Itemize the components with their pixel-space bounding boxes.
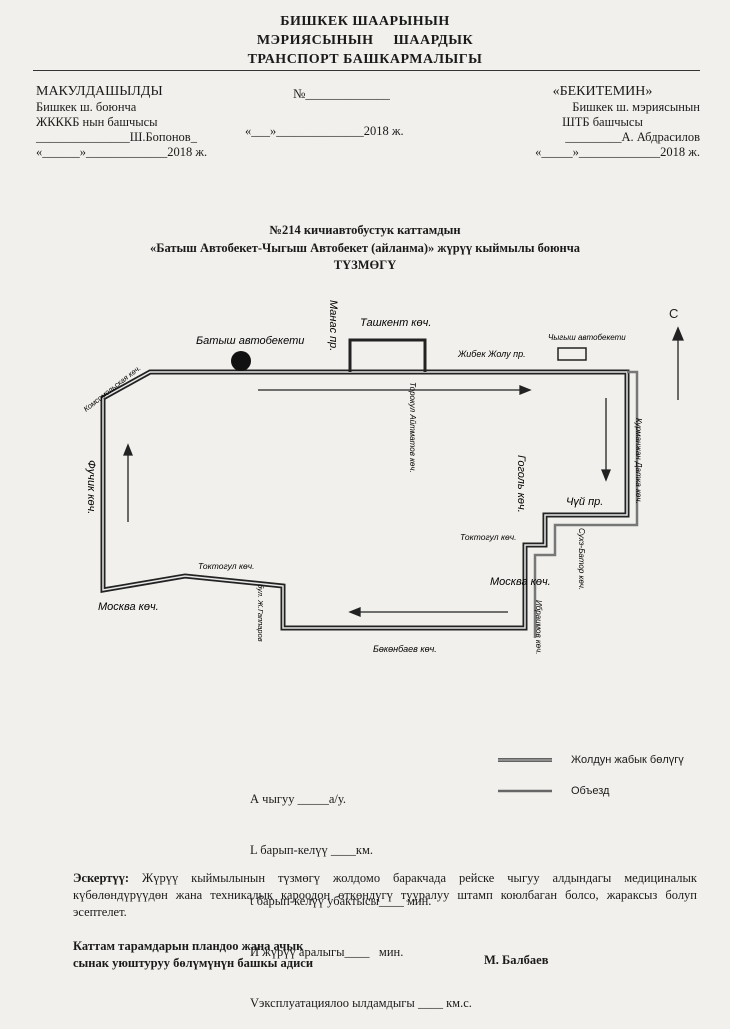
param-l: L барып-келүү ____км.: [250, 843, 373, 857]
label-chui: Чүй пр.: [566, 496, 603, 508]
approval-left-title: МАКУЛДАШЫЛДЫ: [36, 84, 163, 99]
detour-path: [533, 370, 639, 638]
footer-signer: М. Балбаев: [484, 953, 549, 967]
doc-title-line1: №214 кичиавтобустук каттамдын: [269, 223, 461, 237]
label-chygysh: Чыгыш автобекети: [548, 333, 626, 342]
doc-title-line2: «Батыш Автобекет-Чыгыш Автобекет (айланм…: [149, 241, 581, 255]
approval-left-org: Бишкек ш. боюнча: [36, 100, 137, 114]
doc-number-date: «___»______________2018 ж.: [245, 124, 404, 138]
approval-right: «БЕКИТЕМИН» Бишкек ш. мэриясынын ШТБ баш…: [505, 84, 700, 160]
label-zhibek: Жибек Жолу пр.: [457, 349, 526, 359]
header-line1: БИШКЕК ШААРЫНЫН: [280, 14, 450, 29]
param-v: Vэксплуатациялоо ылдамдыгы ____ км.с.: [250, 996, 472, 1010]
batysh-station-marker: [231, 351, 251, 371]
label-fuchik: Фучик көч.: [85, 460, 97, 514]
approval-right-title: «БЕКИТЕМИН»: [552, 84, 653, 99]
label-manas: Манас пр.: [327, 300, 339, 351]
approval-right-position: ШТБ башчысы: [562, 115, 643, 129]
chygysh-station-marker: [557, 347, 587, 361]
approval-left: МАКУЛДАШЫЛДЫ Бишкек ш. боюнча ЖКККБ нын …: [36, 84, 207, 160]
approval-left-date: «______»_____________2018 ж.: [36, 145, 208, 159]
approval-right-date: «_____»_____________2018 ж.: [535, 145, 700, 159]
label-gogol: Гоголь көч.: [515, 455, 527, 513]
approval-left-position: ЖКККБ нын башчысы: [36, 115, 158, 129]
footer-line1: Каттам тарамдарын пландоо жана ачык: [73, 939, 304, 953]
label-kurmanzhan: Курманжан Датка көч.: [634, 418, 643, 504]
header-line3: ТРАНСПОРТ БАШКАРМАЛЫГЫ: [247, 52, 483, 67]
doc-number: №_____________: [293, 86, 390, 101]
param-i: И жүрүү аралыгы____ мин.: [250, 945, 404, 959]
approval-right-org: Бишкек ш. мэриясынын: [572, 100, 700, 114]
label-torokul: Торокул Айтматов көч.: [408, 382, 417, 473]
tashkent-block: [348, 338, 427, 372]
header-line2: МЭРИЯСЫНЫН ШААРДЫК: [256, 33, 474, 48]
north-label: С: [669, 306, 678, 321]
note-block: Эскертүү: Жүрүү кыймылынын түзмөгү жолдо…: [73, 870, 697, 921]
route-path: [100, 369, 630, 631]
param-a: А чыгуу _____а/у.: [250, 792, 346, 806]
footer-line2: сынак уюштуруу бөлүмүнүн башкы адиси: [73, 956, 314, 970]
label-tashkent: Ташкент көч.: [360, 317, 431, 329]
note-label: Эскертүү:: [73, 871, 130, 885]
doc-title-line3: ТҮЗМӨГҮ: [333, 258, 397, 272]
label-moskva-right: Москва көч.: [490, 576, 551, 588]
legend-closed-text: Жолдун жабык бөлүгү: [571, 754, 684, 766]
legend-detour-text: Объезд: [571, 785, 610, 797]
label-suhe: Сухэ-Батор көч.: [577, 528, 586, 590]
approval-left-signature: _______________Ш.Бопонов_: [36, 130, 197, 144]
label-zh-gapar: бул. Ж.Гаппаров: [256, 584, 265, 642]
header-divider: [33, 70, 700, 71]
note-text: Жүрүү кыймылынын түзмөгү жолдомо баракча…: [73, 871, 697, 919]
label-bokonbaev: Бөкөнбаев көч.: [373, 644, 437, 654]
label-ibraimov: Ибраимов көч.: [534, 600, 543, 655]
label-toktogul-right: Токтогул көч.: [460, 532, 516, 542]
route-map: С Батыш автобекети Манас пр. Ташкент көч…: [82, 300, 684, 793]
label-batysh: Батыш автобекети: [196, 335, 304, 347]
label-moskva-left: Москва көч.: [98, 601, 159, 613]
label-toktogul-left: Токтогул көч.: [198, 561, 254, 571]
approval-right-signature: _________А. Абдрасилов: [565, 130, 700, 144]
label-komsomol: Комсомольская көч.: [82, 363, 143, 413]
param-t: t барып-келүү убактысы____ мин.: [250, 894, 432, 908]
